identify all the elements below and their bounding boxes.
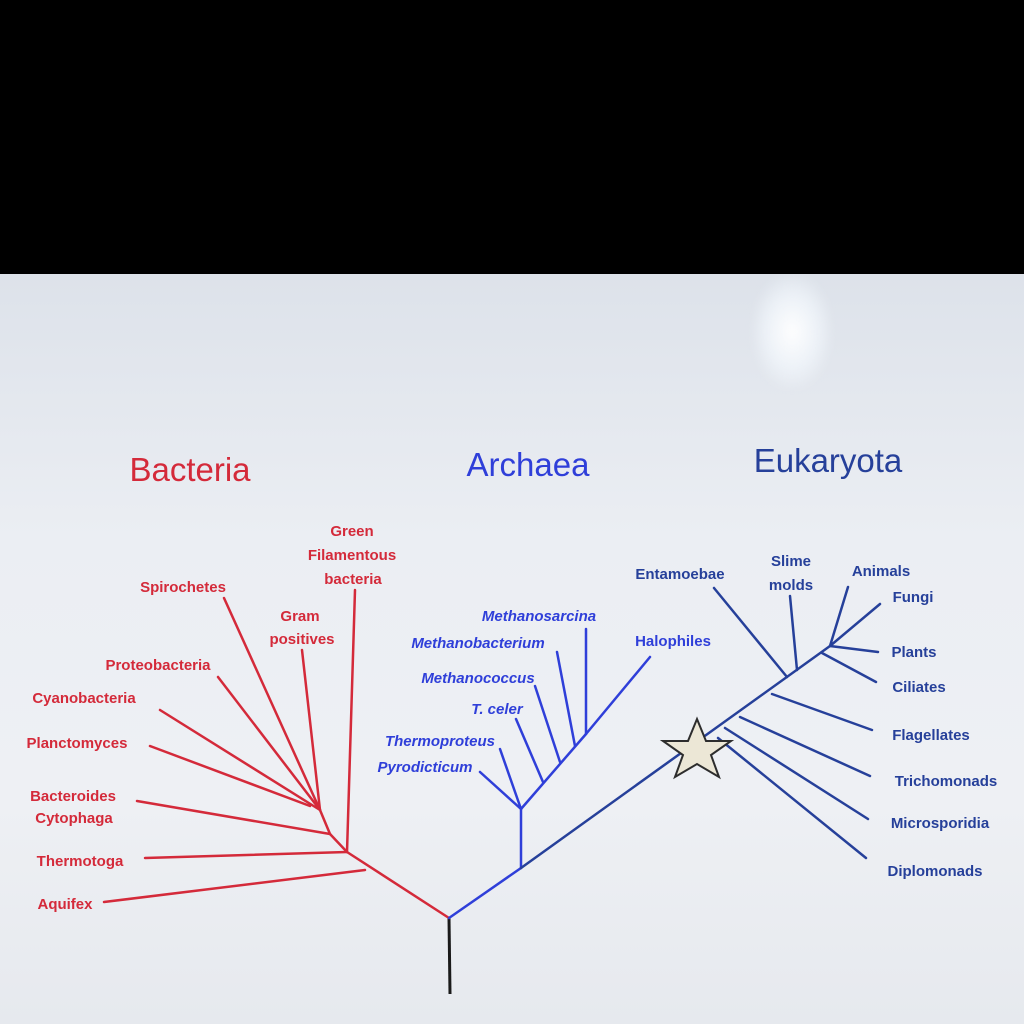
label-microsporidia: Microsporidia bbox=[891, 815, 990, 832]
slide-screen: Bacteria Archaea Eukaryota bbox=[0, 274, 1024, 1024]
label-green-line1: Green bbox=[330, 523, 373, 540]
label-gram-line1: Gram bbox=[280, 608, 319, 625]
label-planctomyces: Planctomyces bbox=[27, 735, 128, 752]
root-branch bbox=[447, 917, 452, 995]
label-spirochetes: Spirochetes bbox=[140, 579, 226, 596]
label-methanobacterium: Methanobacterium bbox=[411, 635, 544, 652]
label-bacteroides-line1: Bacteroides bbox=[30, 788, 116, 805]
label-t-celer: T. celer bbox=[471, 701, 524, 718]
label-trichomonads: Trichomonads bbox=[895, 773, 998, 790]
label-green-line2: Filamentous bbox=[308, 547, 396, 564]
label-halophiles: Halophiles bbox=[635, 633, 711, 650]
screen-glare bbox=[752, 274, 832, 389]
label-thermoproteus: Thermoproteus bbox=[385, 733, 495, 750]
label-proteobacteria: Proteobacteria bbox=[105, 657, 211, 674]
label-cyanobacteria: Cyanobacteria bbox=[32, 690, 136, 707]
label-bacteroides-line2: Cytophaga bbox=[35, 810, 113, 827]
label-thermotoga: Thermotoga bbox=[37, 853, 124, 870]
archaea-branches bbox=[447, 627, 652, 920]
label-entamoebae: Entamoebae bbox=[635, 566, 724, 583]
eukaryota-branches bbox=[519, 585, 882, 870]
label-gram-line2: positives bbox=[269, 631, 334, 648]
label-fungi: Fungi bbox=[893, 589, 934, 606]
label-plants: Plants bbox=[891, 644, 936, 661]
archaea-header: Archaea bbox=[467, 446, 591, 483]
label-methanosarcina: Methanosarcina bbox=[482, 608, 596, 625]
label-pyrodicticum: Pyrodicticum bbox=[377, 759, 472, 776]
label-ciliates: Ciliates bbox=[892, 679, 945, 696]
label-methanococcus: Methanococcus bbox=[421, 670, 534, 687]
label-slime-line2: molds bbox=[769, 577, 813, 594]
star-icon bbox=[659, 716, 735, 780]
label-diplomonads: Diplomonads bbox=[887, 863, 982, 880]
label-aquifex: Aquifex bbox=[37, 896, 93, 913]
label-flagellates: Flagellates bbox=[892, 727, 970, 744]
bacteria-branches bbox=[102, 588, 451, 920]
eukaryota-header: Eukaryota bbox=[754, 442, 903, 479]
label-slime-line1: Slime bbox=[771, 553, 811, 570]
label-animals: Animals bbox=[852, 563, 910, 580]
label-green-line3: bacteria bbox=[324, 571, 382, 588]
bacteria-header: Bacteria bbox=[129, 451, 251, 488]
phylogenetic-tree-diagram: Bacteria Archaea Eukaryota bbox=[27, 442, 998, 995]
